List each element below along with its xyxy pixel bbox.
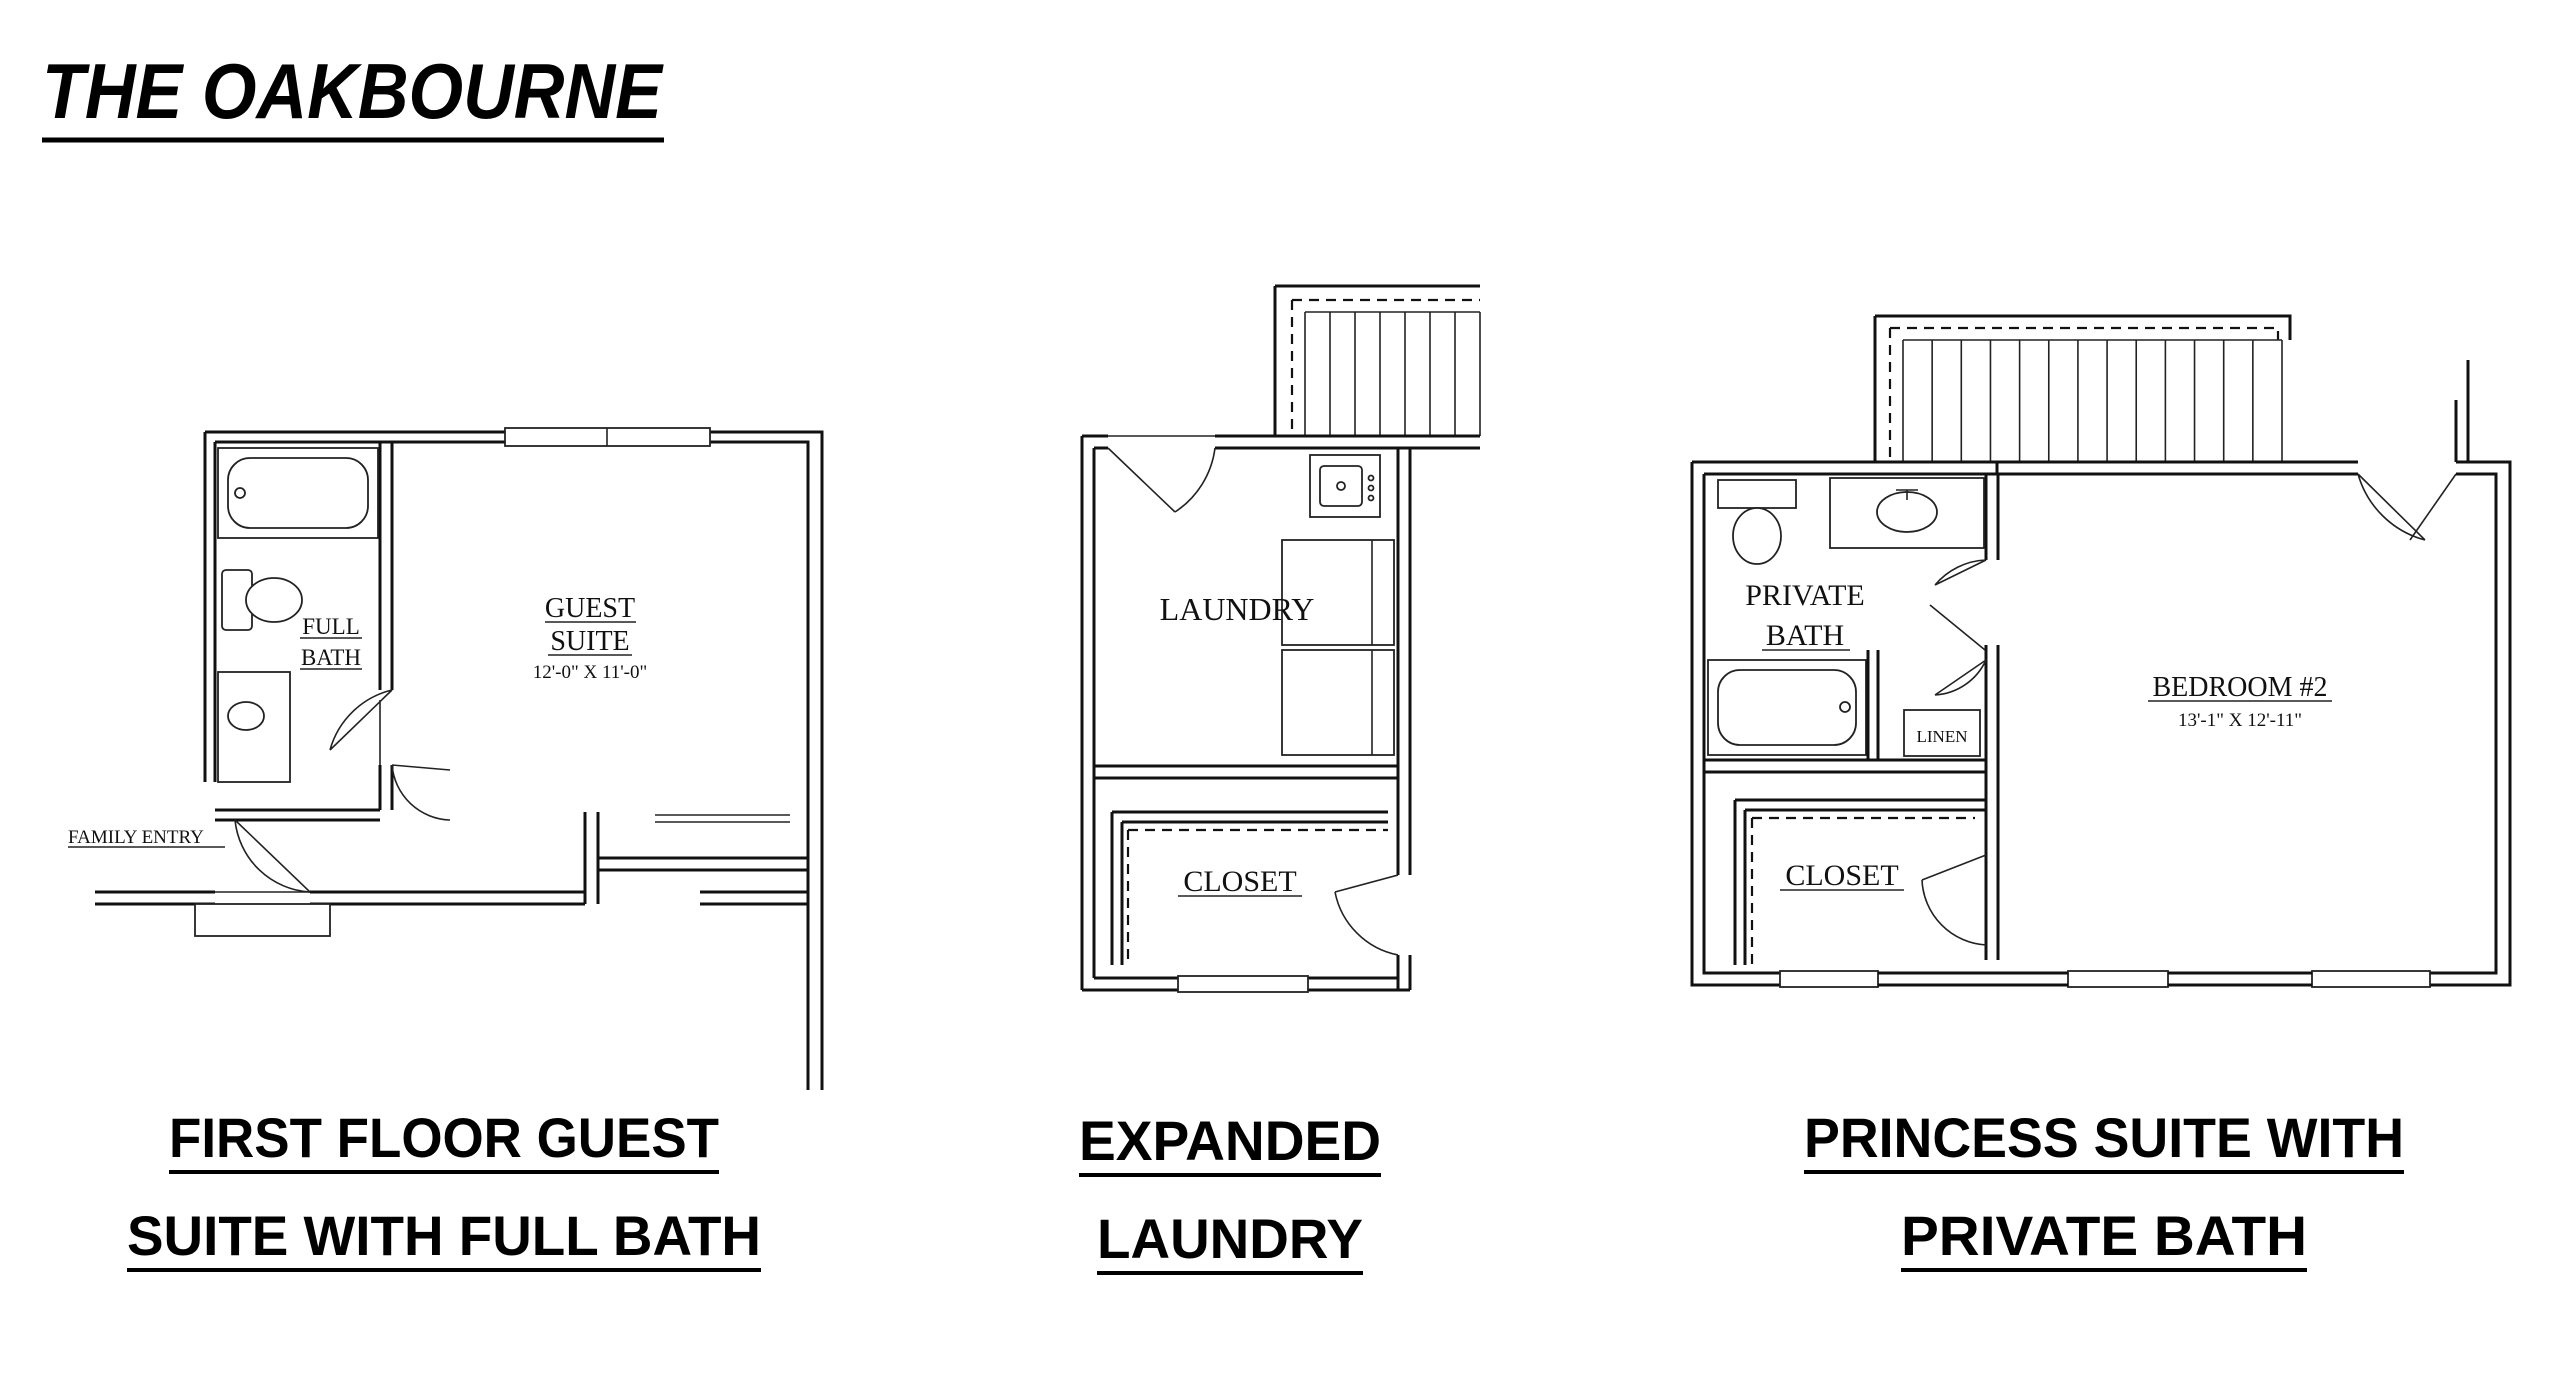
full-bath-label-line2: BATH — [301, 645, 361, 670]
family-entry-label: FAMILY ENTRY — [68, 827, 204, 848]
guest-suite-size: 12'-0" X 11'-0" — [533, 662, 648, 683]
princess-suite-plan: PRIVATE BATH LINEN BEDROOM #2 13'-1" X 1… — [1690, 314, 2512, 1272]
princess-caption-line1: PRINCESS SUITE WITH — [1804, 1106, 2404, 1169]
private-bath-label-line1: PRIVATE — [1745, 579, 1864, 612]
bedroom-2-label: BEDROOM #2 — [2152, 672, 2327, 703]
guest-suite-label-line2: SUITE — [550, 626, 629, 657]
bedroom-2-size: 13'-1" X 12'-11" — [2178, 710, 2302, 731]
full-bath-label-line1: FULL — [302, 614, 360, 639]
princess-caption-line2: PRIVATE BATH — [1901, 1204, 2307, 1267]
laundry-caption-line2: LAUNDRY — [1097, 1207, 1363, 1270]
laundry-closet-label: CLOSET — [1183, 865, 1296, 898]
guest-suite-plan: GUEST SUITE 12'-0" X 11'-0" FULL BATH FA… — [68, 427, 824, 1272]
sheet-title: THE OAKBOURNE — [42, 47, 664, 135]
expanded-laundry-plan: LAUNDRY CLOSET EXPANDED LAUNDRY — [1079, 284, 1481, 1275]
princess-closet-label: CLOSET — [1785, 859, 1898, 892]
guest-suite-label-line1: GUEST — [545, 593, 635, 624]
laundry-label: LAUNDRY — [1160, 591, 1315, 627]
guest-caption-line2: SUITE WITH FULL BATH — [127, 1204, 761, 1267]
private-bath-label-line2: BATH — [1766, 619, 1844, 652]
guest-caption-line1: FIRST FLOOR GUEST — [169, 1106, 719, 1169]
linen-label: LINEN — [1917, 727, 1968, 746]
laundry-caption-line1: EXPANDED — [1079, 1109, 1381, 1172]
